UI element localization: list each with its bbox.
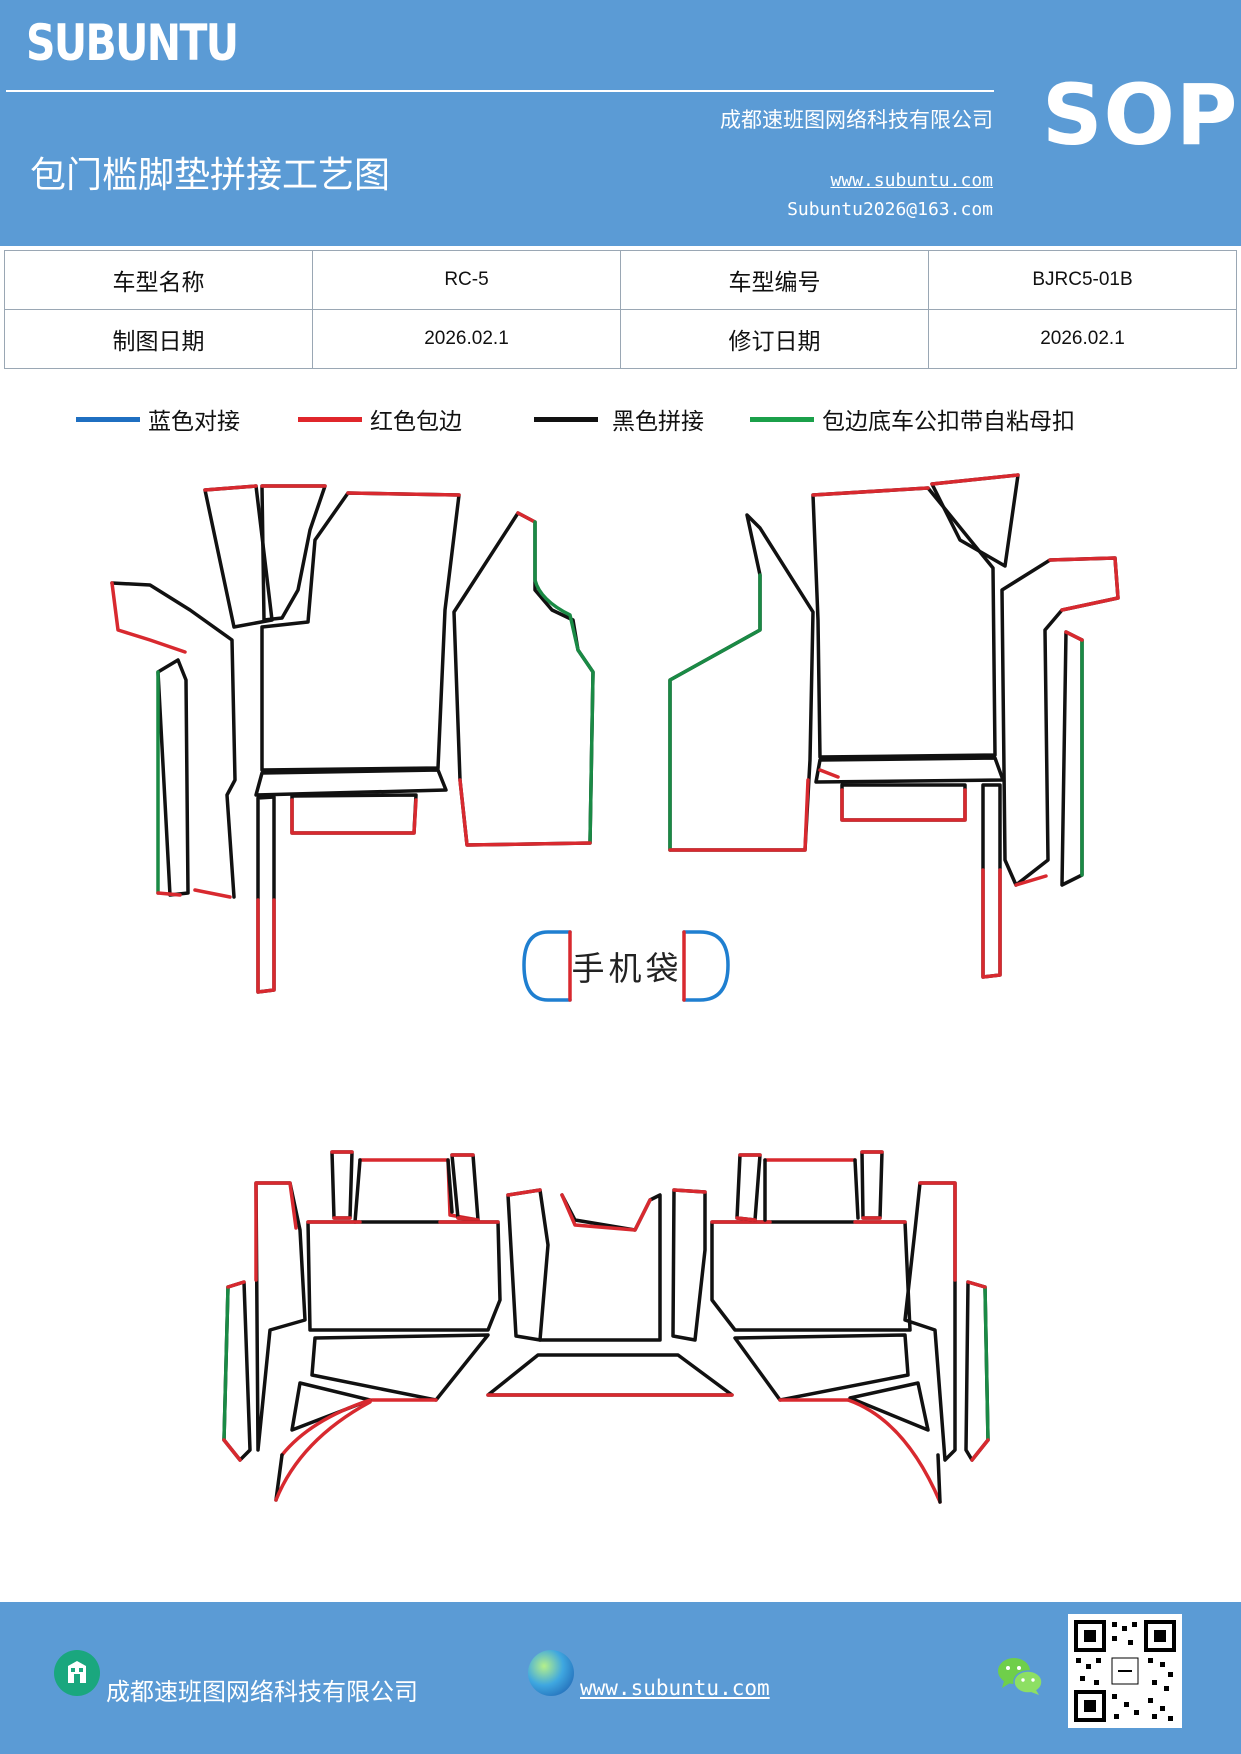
table-cell-label: 车型名称: [4, 250, 313, 310]
table-cell-label: 制图日期: [4, 309, 313, 369]
legend-swatch: [750, 416, 814, 422]
legend-item-black: 黑色拼接: [534, 402, 704, 436]
legend-label: 蓝色对接: [148, 409, 240, 435]
phone-bag: 手机袋: [522, 930, 730, 1002]
wechat-icon: [996, 1654, 1044, 1698]
table-cell-label: 修订日期: [620, 309, 929, 369]
rear-mat: [222, 1150, 990, 1504]
footer-website-link[interactable]: www.subuntu.com: [580, 1676, 770, 1700]
legend-swatch: [298, 416, 362, 422]
legend-item-red: 红色包边: [298, 402, 462, 436]
table-cell-value: BJRC5-01B: [928, 250, 1237, 310]
legend-swatch: [76, 416, 140, 422]
legend-label: 包边底车公扣带自粘母扣: [822, 409, 1075, 435]
globe-icon: [528, 1650, 574, 1696]
legend-item-green: 包边底车公扣带自粘母扣: [750, 402, 1075, 436]
footer-bar: 成都速班图网络科技有限公司 www.subuntu.com: [0, 1602, 1241, 1754]
website-link[interactable]: www.subuntu.com: [830, 170, 993, 191]
front-left-mat: [110, 484, 595, 994]
company-name: 成都速班图网络科技有限公司: [720, 108, 993, 132]
table-cell-label: 车型编号: [620, 250, 929, 310]
table-cell-value: 2026.02.1: [928, 309, 1237, 369]
sop-badge: SOP: [1042, 66, 1239, 164]
table-row: 制图日期 2026.02.1 修订日期 2026.02.1: [4, 309, 1237, 369]
building-icon: [54, 1650, 100, 1696]
page-title: 包门槛脚垫拼接工艺图: [30, 155, 391, 196]
qr-code: [1068, 1614, 1182, 1728]
color-legend: 蓝色对接 红色包边 黑色拼接 包边底车公扣带自粘母扣: [0, 402, 1241, 442]
header-divider: [6, 90, 994, 92]
phone-bag-label: 手机袋: [572, 949, 683, 988]
email-address: Subuntu2026@163.com: [787, 199, 993, 220]
table-cell-value: 2026.02.1: [312, 309, 621, 369]
legend-label: 红色包边: [370, 409, 462, 435]
footer-company-name: 成都速班图网络科技有限公司: [106, 1678, 418, 1706]
table-cell-value: RC-5: [312, 250, 621, 310]
vehicle-info-table: 车型名称 RC-5 车型编号 BJRC5-01B 制图日期 2026.02.1 …: [4, 250, 1237, 369]
header-banner: SUBUNTU SOP 成都速班图网络科技有限公司 包门槛脚垫拼接工艺图 www…: [0, 0, 1241, 246]
legend-label: 黑色拼接: [612, 409, 704, 435]
legend-item-blue: 蓝色对接: [76, 402, 240, 436]
front-right-mat: [668, 473, 1120, 979]
table-row: 车型名称 RC-5 车型编号 BJRC5-01B: [4, 250, 1237, 310]
legend-swatch: [534, 416, 598, 422]
brand-logo: SUBUNTU: [26, 14, 239, 72]
